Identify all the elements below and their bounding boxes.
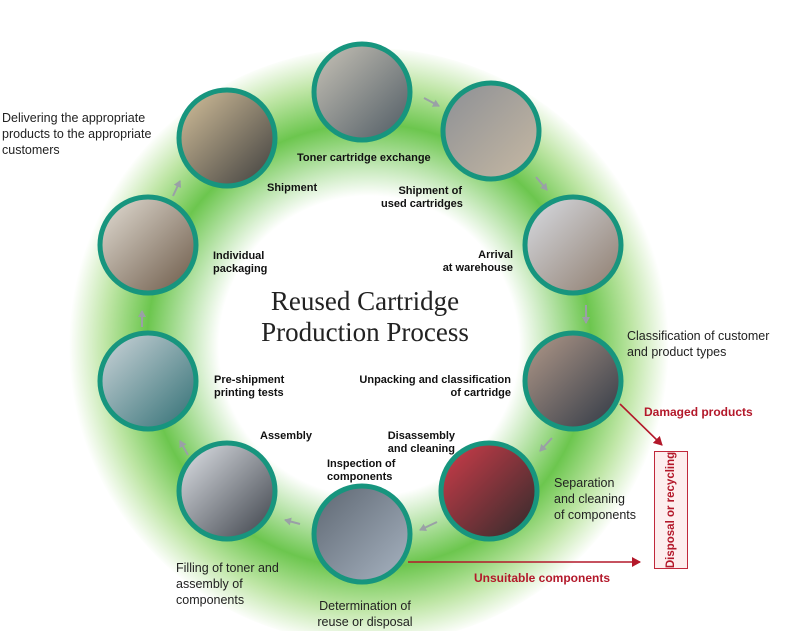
label-unpacking: Unpacking and classification of cartridg… [345, 374, 511, 400]
label-arrival: Arrival at warehouse [430, 249, 513, 275]
note-determination: Determination of reuse or disposal [313, 598, 417, 630]
note-line: Filling of toner and [176, 561, 279, 575]
label-printing-tests: Pre-shipment printing tests [214, 374, 284, 400]
photo-shipment-used [440, 80, 542, 182]
note-line: customers [2, 143, 60, 157]
note-line: Classification of customer [627, 329, 770, 343]
note-delivering: Delivering the appropriate products to t… [2, 110, 151, 158]
photo-icon [97, 41, 624, 585]
note-line: Separation [554, 476, 615, 490]
label-shipment: Shipment [267, 182, 318, 194]
flow-arrow-4 [539, 437, 553, 452]
label-line: at warehouse [442, 262, 513, 274]
label-line: printing tests [214, 387, 284, 399]
label-toner-exchange: Toner cartridge exchange [297, 152, 431, 164]
flow-arrow-7 [179, 440, 189, 456]
photo-printing-tests [97, 330, 199, 432]
note-line: Determination of [319, 599, 411, 613]
disposal-box: Disposal or recycling [654, 451, 688, 569]
flow-arrow-5 [419, 521, 438, 532]
label-line: and cleaning [387, 443, 455, 455]
note-line: and cleaning [554, 492, 625, 506]
label-inspection: Inspection of components [327, 458, 395, 484]
label-line: Individual [213, 250, 265, 262]
note-line: Delivering the appropriate [2, 111, 146, 125]
label-line: packaging [213, 263, 268, 275]
photo-unpacking [522, 330, 624, 432]
note-line: reuse or disposal [317, 615, 413, 629]
note-line: products to the appropriate [2, 127, 152, 141]
flow-arrow-2 [535, 176, 548, 191]
label-line: Disassembly [387, 430, 455, 442]
label-packaging: Individual packaging [213, 250, 267, 276]
damaged-arrow [619, 403, 663, 446]
note-separation: Separation and cleaning of components [554, 475, 636, 523]
photo-toner-exchange [311, 41, 413, 143]
label-line: Arrival [478, 249, 513, 261]
damaged-products-label: Damaged products [644, 405, 753, 419]
disposal-label: Disposal or recycling [665, 451, 677, 569]
flow-arrow-6 [284, 517, 301, 526]
label-line: used cartridges [381, 198, 463, 210]
label-shipment-used: Shipment of used cartridges [381, 185, 463, 211]
photo-arrival [522, 194, 624, 296]
flow-arrow-1 [423, 97, 440, 107]
photo-separation [438, 440, 540, 542]
label-line: of cartridge [450, 387, 511, 399]
label-line: components [327, 471, 393, 483]
flow-arrow-9 [172, 180, 182, 197]
note-line: of components [554, 508, 636, 522]
label-assembly: Assembly [260, 430, 312, 442]
note-line: components [176, 593, 245, 607]
label-disassembly: Disassembly and cleaning [380, 430, 455, 456]
label-line: Shipment of [398, 185, 462, 197]
note-classification: Classification of customer and product t… [627, 328, 769, 360]
note-filling: Filling of toner and assembly of compone… [176, 560, 279, 608]
diagram-title: Reused Cartridge Production Process [215, 286, 515, 348]
arrow-icon [138, 97, 590, 532]
photo-determination [311, 483, 413, 585]
title-line-2: Production Process [261, 317, 469, 347]
label-line: Pre-shipment [214, 374, 285, 386]
label-line: Unpacking and classification [359, 374, 511, 386]
title-line-1: Reused Cartridge [270, 286, 460, 316]
note-line: assembly of [176, 577, 243, 591]
unsuitable-components-label: Unsuitable components [474, 571, 611, 585]
photo-packaging [97, 194, 199, 296]
label-line: Inspection of [327, 458, 396, 470]
photo-shipment [176, 87, 278, 189]
photo-assembly [176, 440, 278, 542]
note-line: and product types [627, 345, 727, 359]
